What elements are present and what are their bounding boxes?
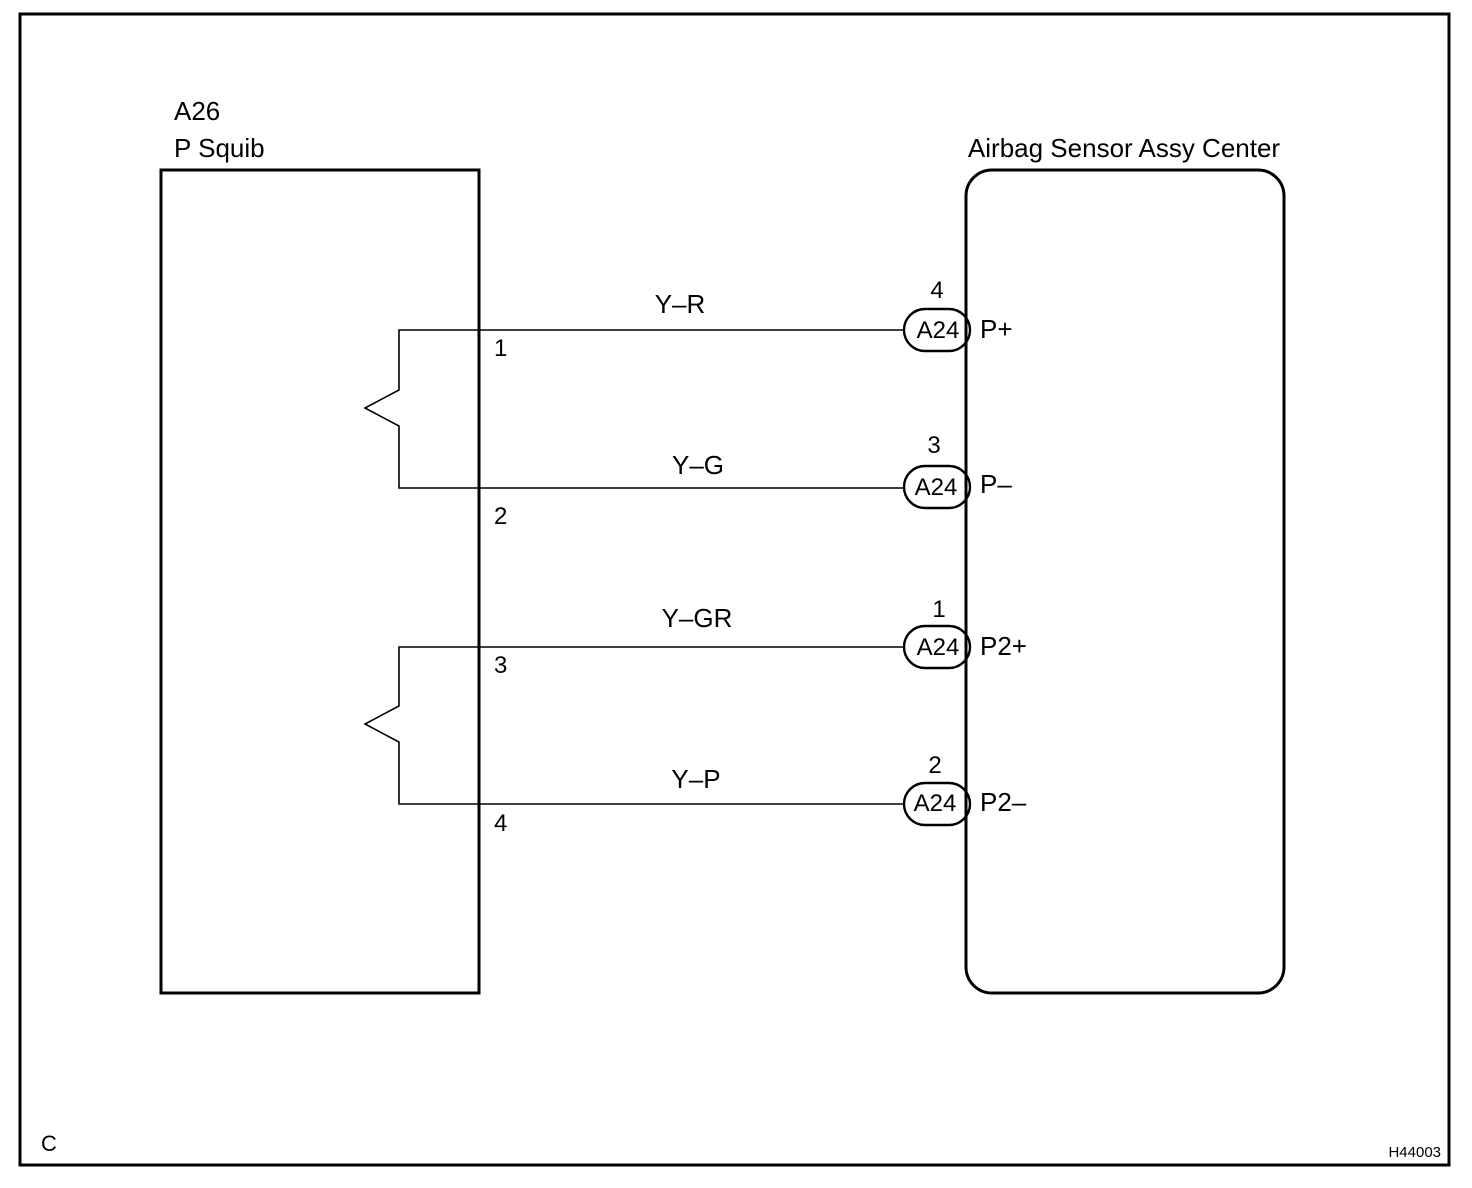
connector-1-pin: 4 xyxy=(930,277,943,304)
squib-name: P Squib xyxy=(174,133,265,163)
oval-connector-icon xyxy=(902,624,972,670)
zigzag-resistor-icon xyxy=(363,646,479,805)
sensor-box xyxy=(964,168,1286,995)
squib-pin-4: 4 xyxy=(494,810,507,837)
connector-2-code: A24 xyxy=(915,474,958,501)
wire-4-color: Y–P xyxy=(671,764,720,794)
sensor-name: Airbag Sensor Assy Center xyxy=(968,133,1280,163)
oval-connector-icon xyxy=(902,464,972,510)
squib-pin-2: 2 xyxy=(494,503,507,530)
wire-2-color: Y–G xyxy=(672,450,724,480)
connector-3-terminal: P2+ xyxy=(980,631,1027,661)
connector-3-code: A24 xyxy=(917,634,960,661)
connector-1-terminal: P+ xyxy=(980,314,1013,344)
wire-1-color: Y–R xyxy=(655,289,706,319)
squib-code: A26 xyxy=(174,96,220,126)
connector-2-terminal: P– xyxy=(980,469,1012,499)
oval-connector-icon xyxy=(902,307,972,353)
diagram-frame xyxy=(18,12,1451,1167)
connector-4-pin: 2 xyxy=(928,752,941,779)
oval-connector-icon xyxy=(902,781,972,827)
connector-1-code: A24 xyxy=(917,317,960,344)
connector-4-terminal: P2– xyxy=(980,787,1027,817)
squib-pin-3: 3 xyxy=(494,652,507,679)
squib-pin-1: 1 xyxy=(494,335,507,362)
corner-letter: C xyxy=(41,1131,57,1156)
wire-3-color: Y–GR xyxy=(662,603,733,633)
connector-2-pin: 3 xyxy=(927,432,940,459)
zigzag-resistor-icon xyxy=(363,329,479,489)
connector-3-pin: 1 xyxy=(932,596,945,623)
figure-code: H44003 xyxy=(1388,1144,1441,1161)
squib-box xyxy=(159,168,481,995)
connector-4-code: A24 xyxy=(914,790,957,817)
